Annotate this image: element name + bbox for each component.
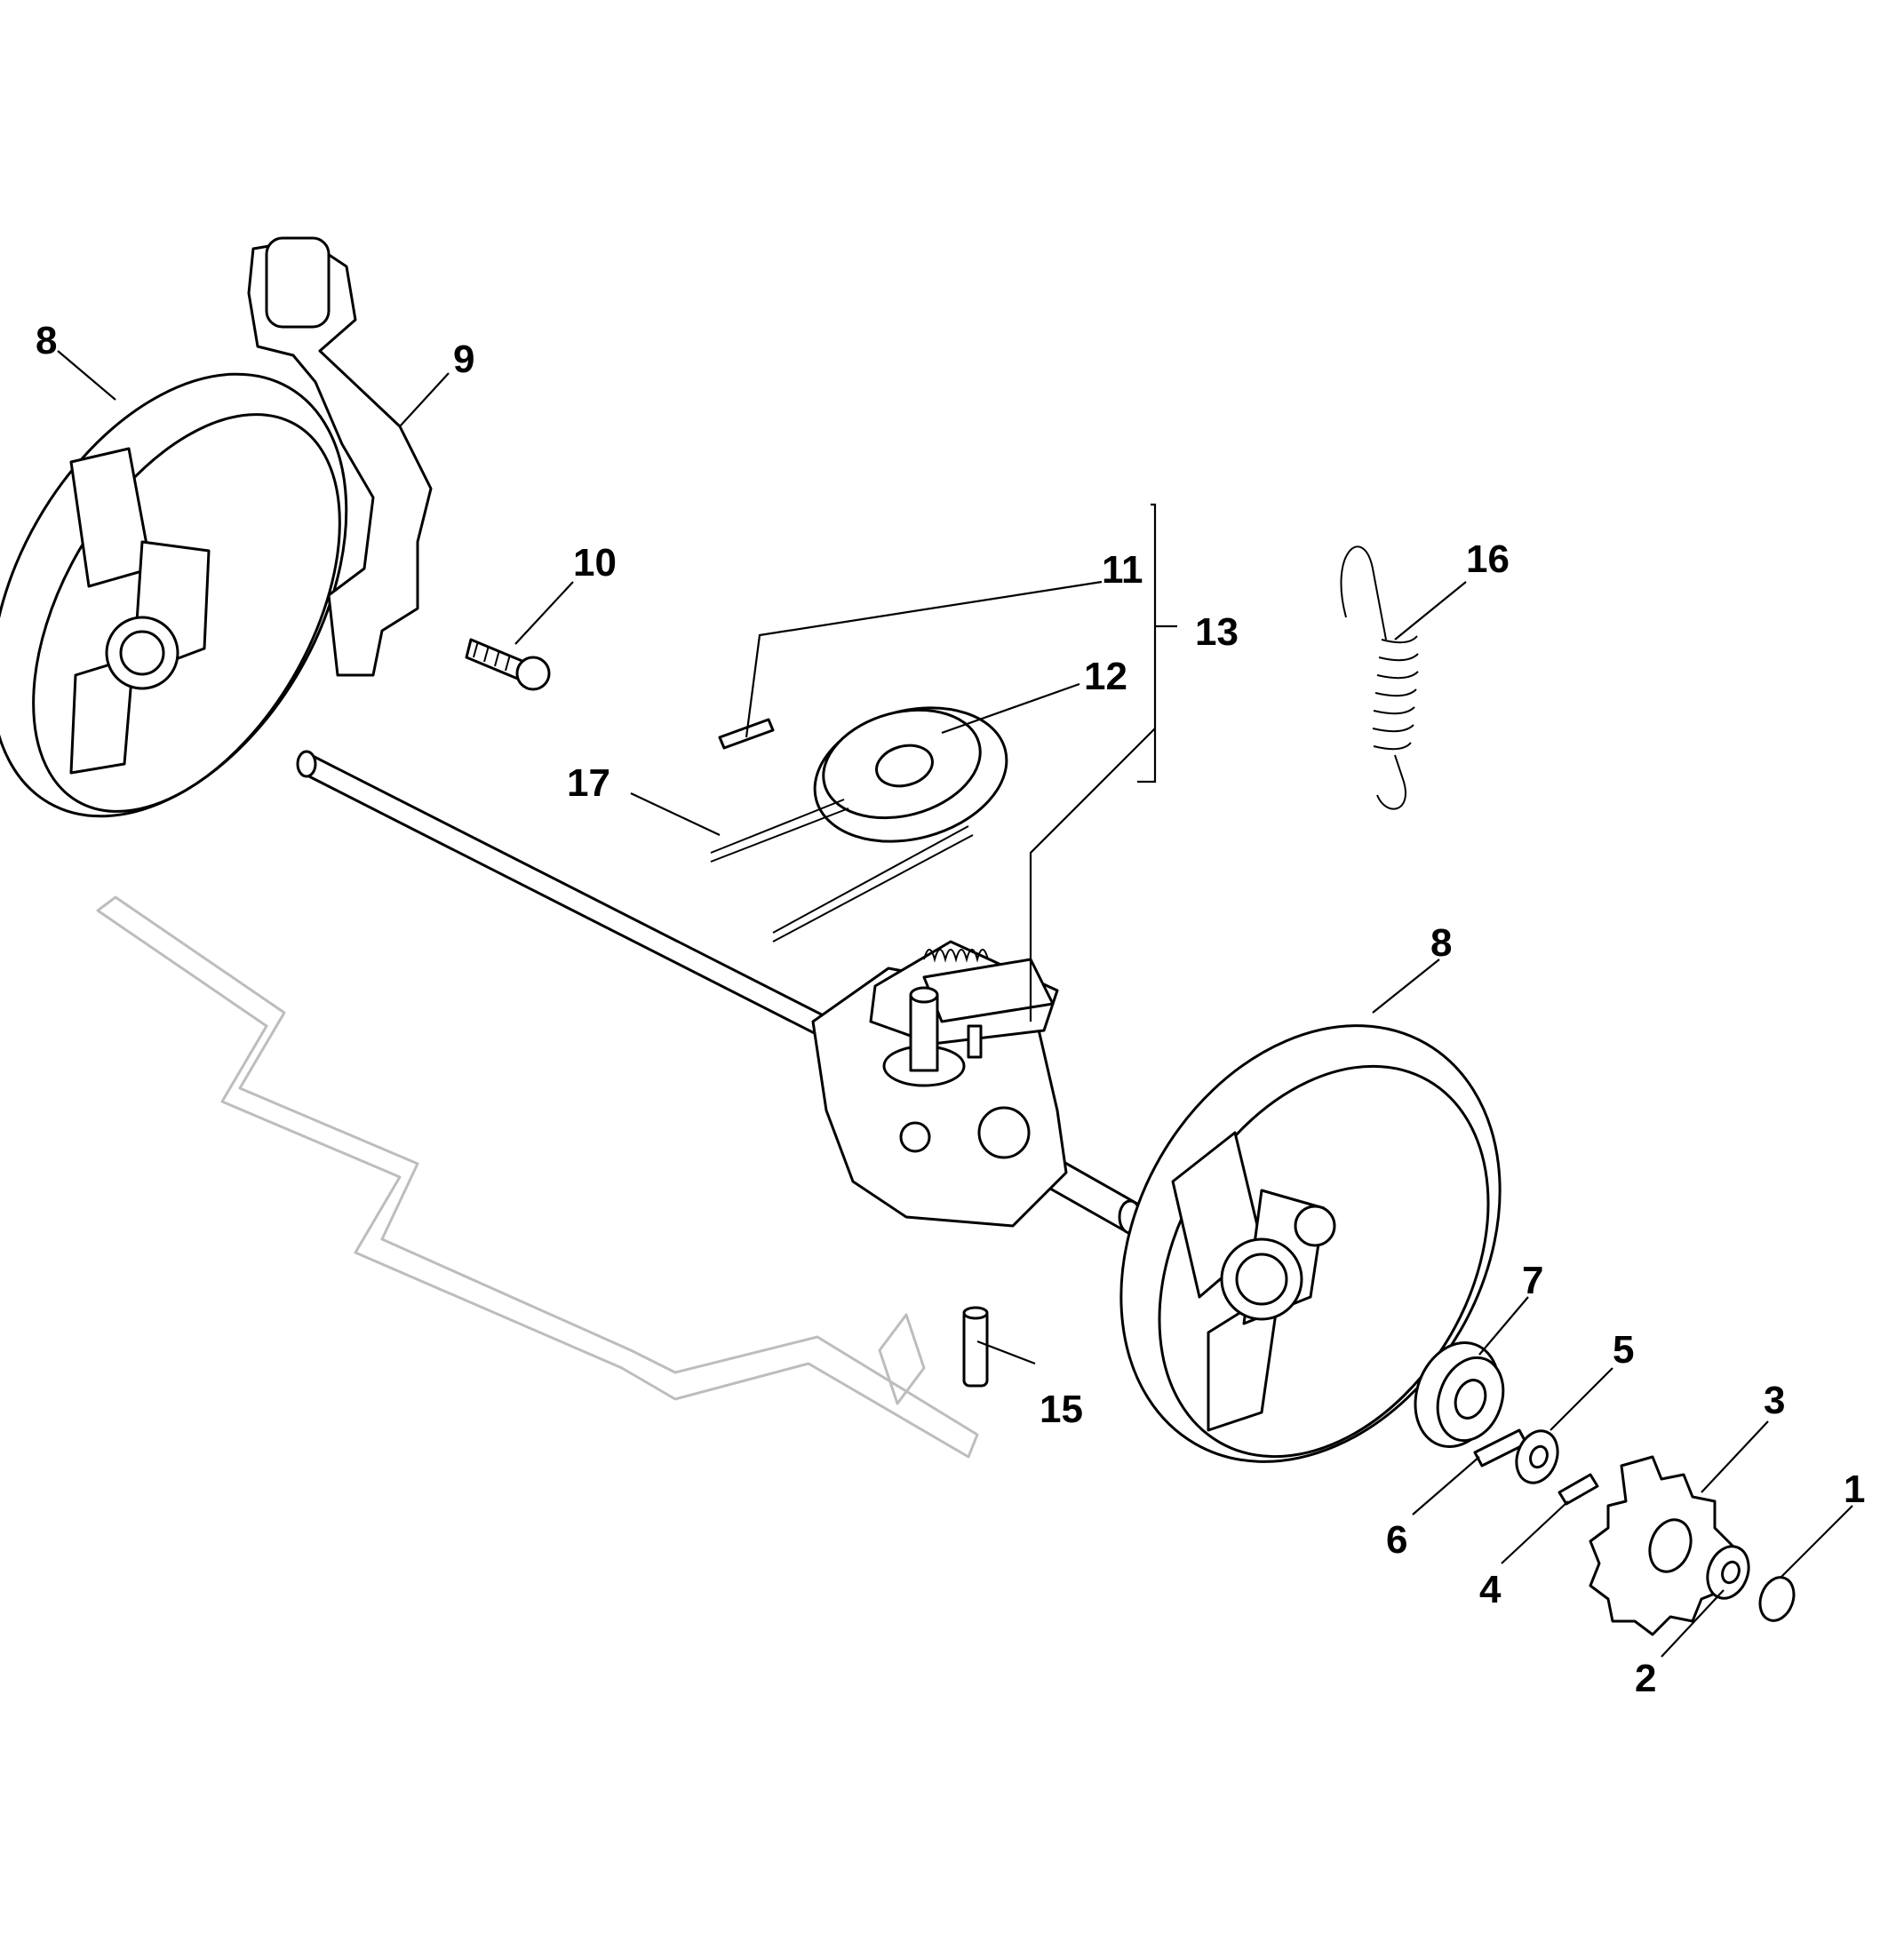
belt xyxy=(710,799,974,943)
callout-16-spring: 16 xyxy=(1466,537,1510,581)
frame-bar-ghost xyxy=(96,895,979,1459)
callout-13-assembly: 13 xyxy=(1195,610,1239,654)
callout-8-left-wheel: 8 xyxy=(36,319,58,362)
wheel-left xyxy=(0,372,348,818)
callout-6-key-pin: 6 xyxy=(1386,1518,1408,1562)
washer-outer xyxy=(1706,1545,1750,1600)
bearing xyxy=(1414,1341,1505,1448)
callout-9-bracket: 9 xyxy=(453,338,475,381)
bracket xyxy=(247,236,433,677)
callout-15-pin: 15 xyxy=(1040,1388,1083,1431)
callout-2-washer: 2 xyxy=(1635,1657,1657,1700)
pin xyxy=(962,1306,989,1388)
callout-1-circlip: 1 xyxy=(1844,1468,1866,1511)
spring xyxy=(1340,545,1419,810)
gearbox xyxy=(811,940,1068,1228)
callout-10-screw: 10 xyxy=(573,541,617,585)
screw xyxy=(465,638,551,691)
pulley xyxy=(813,706,1008,843)
leader-lines xyxy=(57,350,1853,1658)
wheel-right xyxy=(1119,1024,1502,1463)
callout-7-bearing: 7 xyxy=(1522,1259,1544,1302)
callout-17-belt: 17 xyxy=(567,761,610,805)
circlip xyxy=(1758,1576,1796,1622)
callout-8-right-wheel: 8 xyxy=(1430,921,1453,965)
callout-4-key: 4 xyxy=(1479,1568,1502,1611)
pinion-gear xyxy=(1589,1455,1734,1636)
callout-12-pulley: 12 xyxy=(1084,655,1127,698)
callout-3-gear: 3 xyxy=(1764,1379,1786,1422)
callout-11-pin: 11 xyxy=(1102,548,1143,592)
washer xyxy=(1515,1429,1559,1484)
key xyxy=(1557,1473,1599,1506)
callout-5-washer: 5 xyxy=(1613,1328,1635,1372)
